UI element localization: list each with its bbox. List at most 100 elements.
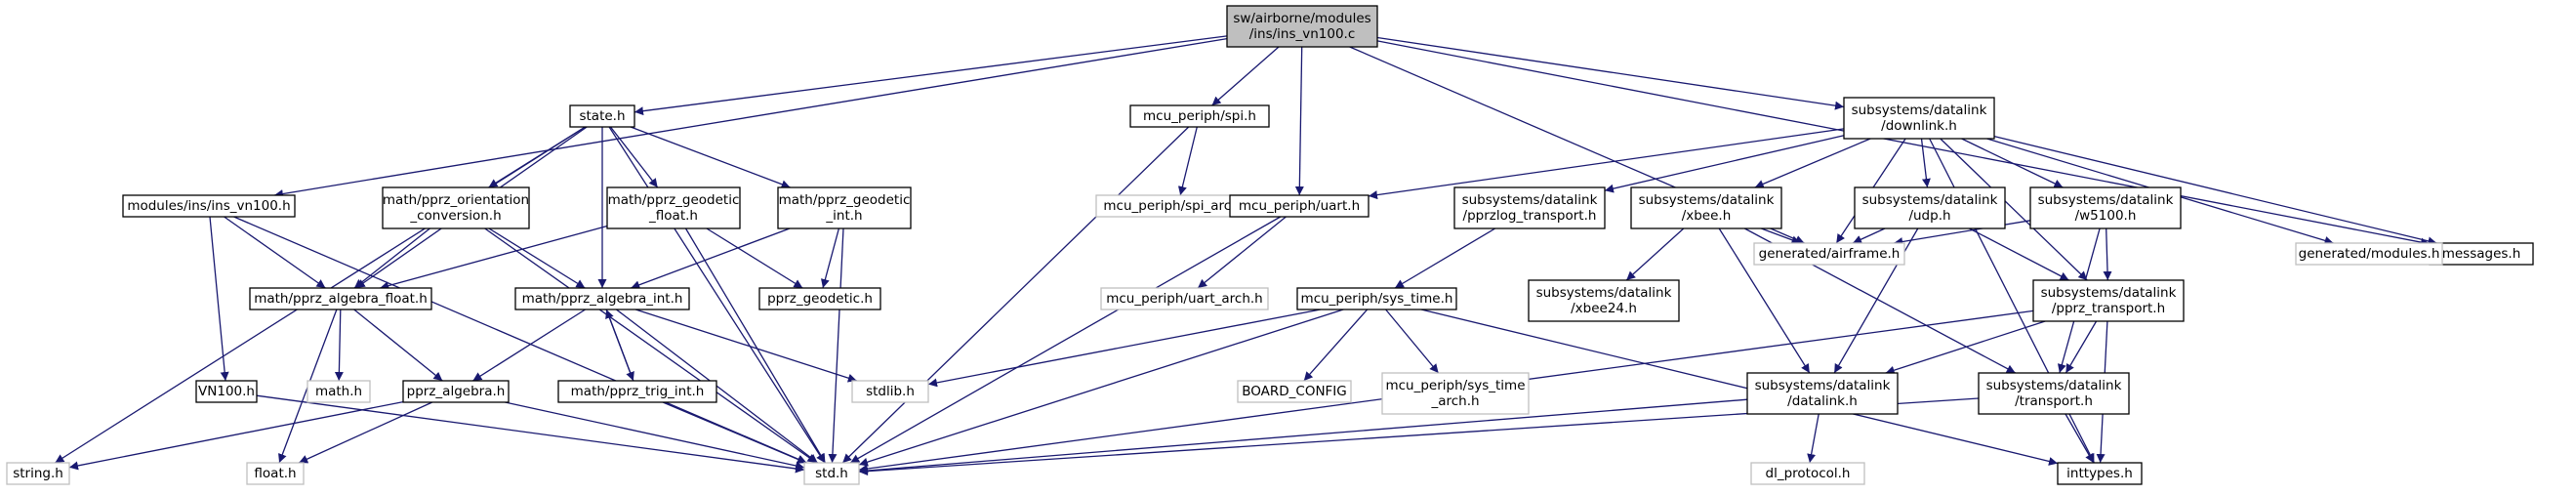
node-systime[interactable]: mcu_periph/sys_time.h [1296,287,1457,310]
node-label: mcu_periph/spi.h [1143,108,1256,124]
node-label: subsystems/datalink [1536,285,1672,301]
node-label: /datalink.h [1787,393,1858,409]
node-messages[interactable]: messages.h [2429,242,2534,266]
node-label: mcu_periph/sys_time [1385,378,1525,393]
node-label: generated/modules.h [2299,246,2440,262]
node-label: _int.h [825,208,862,224]
node-stdh: std.h [803,462,860,485]
node-datalink[interactable]: subsystems/datalink/datalink.h [1746,372,1899,415]
edge-vn100-to-stdh [256,394,805,474]
node-xbee[interactable]: subsystems/datalink/xbee.h [1630,186,1782,229]
node-genmod: generated/modules.h [2295,242,2443,266]
node-label: pprz_geodetic.h [767,291,873,307]
edge-insvn-to-algfloat [224,216,326,289]
edge-downlink-to-messages [1993,135,2437,246]
node-airframe: generated/airframe.h [1753,242,1905,266]
node-w5100[interactable]: subsystems/datalink/w5100.h [2029,186,2182,229]
node-spiarch: mcu_periph/spi_arch.h [1095,194,1260,218]
edge-geoint-to-stdh [828,227,844,464]
node-uart[interactable]: mcu_periph/uart.h [1229,194,1370,218]
node-downlink[interactable]: subsystems/datalink/downlink.h [1843,97,1995,140]
edge-udp-to-airframe [1852,227,1886,244]
node-label: mcu_periph/uart_arch.h [1106,291,1263,307]
node-geodetic[interactable]: pprz_geodetic.h [758,287,881,310]
edge-algint-to-palgebra [472,309,586,382]
node-label: /downlink.h [1881,118,1957,134]
node-label: subsystems/datalink [1462,192,1598,208]
node-label: math/pprz_geodetic [608,192,740,208]
node-label: dl_protocol.h [1766,466,1851,481]
node-xbee24[interactable]: subsystems/datalink/xbee24.h [1528,279,1680,322]
node-insvn[interactable]: modules/ins/ins_vn100.h [122,194,296,218]
edge-geofloat-to-geodetic [706,227,803,289]
edge-palgebra-to-stdh [505,401,805,471]
node-label: /xbee.h [1682,208,1732,224]
edge-algfloat-to-palgebra [353,309,443,382]
node-stringh: string.h [6,462,70,485]
edge-datalink-to-stdh [858,398,1748,475]
node-systarch: mcu_periph/sys_time_arch.h [1381,372,1530,415]
edge-xbee-to-datalink [1718,227,1811,374]
node-label: /pprzlog_transport.h [1463,208,1597,224]
edge-xbee-to-airframe [1761,227,1801,245]
edge-geoint-to-algint [631,227,791,290]
node-label: subsystems/datalink [1639,192,1775,208]
node-udp[interactable]: subsystems/datalink/udp.h [1854,186,2006,229]
node-label: _conversion.h [409,208,501,224]
edge-downlink-to-w5100 [1961,138,2064,188]
node-label: BOARD_CONFIG [1242,384,1347,399]
edge-systime-to-systarch [1385,309,1440,374]
edge-systime-to-stdlib [927,309,1321,388]
node-state[interactable]: state.h [569,104,635,128]
node-label: inttypes.h [2066,466,2133,481]
node-label: string.h [13,466,63,481]
node-uartarch: mcu_periph/uart_arch.h [1100,287,1269,310]
node-label: subsystems/datalink [1755,378,1891,393]
edge-uart-to-stdh [849,216,1282,464]
node-inttypes[interactable]: inttypes.h [2057,462,2143,485]
edge-trigint-to-algint [605,309,634,382]
edge-downlink-to-pprztrans [1940,138,2088,281]
node-label: pprz_algebra.h [407,384,506,399]
node-geoint[interactable]: math/pprz_geodetic_int.h [777,186,912,229]
edge-transport-to-inttypes [2065,413,2095,464]
edge-datalink-to-dlproto [1807,413,1820,464]
node-pprztrans[interactable]: subsystems/datalink/pprz_transport.h [2032,279,2185,322]
node-label: subsystems/datalink [2041,285,2177,301]
node-label: std.h [815,466,848,481]
node-vn100[interactable]: VN100.h [195,380,258,403]
edge-spi-to-spiarch [1177,126,1198,196]
node-algfloat[interactable]: math/pprz_algebra_float.h [249,287,432,310]
node-label: messages.h [2442,246,2521,262]
edge-insvn-to-stdh [233,216,807,464]
edge-insvn-to-vn100 [209,216,229,382]
node-label: sw/airborne/modules [1233,11,1370,26]
node-dlproto: dl_protocol.h [1750,462,1865,485]
node-trigint[interactable]: math/pprz_trig_int.h [557,380,717,403]
edge-state-to-stdh [608,126,826,464]
node-label: state.h [579,108,625,124]
node-orient[interactable]: math/pprz_orientation_conversion.h [382,186,530,229]
node-label: /w5100.h [2075,208,2137,224]
node-transport[interactable]: subsystems/datalink/transport.h [1978,372,2130,415]
edge-xbee-to-xbee24 [1625,227,1685,281]
edge-systime-to-boardcfg [1303,309,1369,382]
node-spi[interactable]: mcu_periph/spi.h [1129,104,1270,128]
edge-root-to-spi [1211,46,1280,106]
edge-orient-to-algfloat [353,227,430,289]
node-label: math/pprz_orientation [383,192,529,208]
node-pprzlog[interactable]: subsystems/datalink/pprzlog_transport.h [1453,186,1606,229]
node-stdlib: stdlib.h [851,380,929,403]
node-label: math/pprz_algebra_int.h [522,291,683,307]
node-geofloat[interactable]: math/pprz_geodetic_float.h [606,186,741,229]
nodes-layer: sw/airborne/modules/ins/ins_vn100.cstate… [6,5,2534,485]
node-label: math/pprz_trig_int.h [571,384,705,399]
edge-root-to-uart [1294,46,1304,196]
node-label: subsystems/datalink [2038,192,2174,208]
edge-orient-to-stdh [484,227,817,464]
edge-root-to-insvn [273,37,1228,198]
node-algint[interactable]: math/pprz_algebra_int.h [514,287,690,310]
node-palgebra[interactable]: pprz_algebra.h [402,380,510,403]
edge-root-to-downlink [1376,36,1845,110]
